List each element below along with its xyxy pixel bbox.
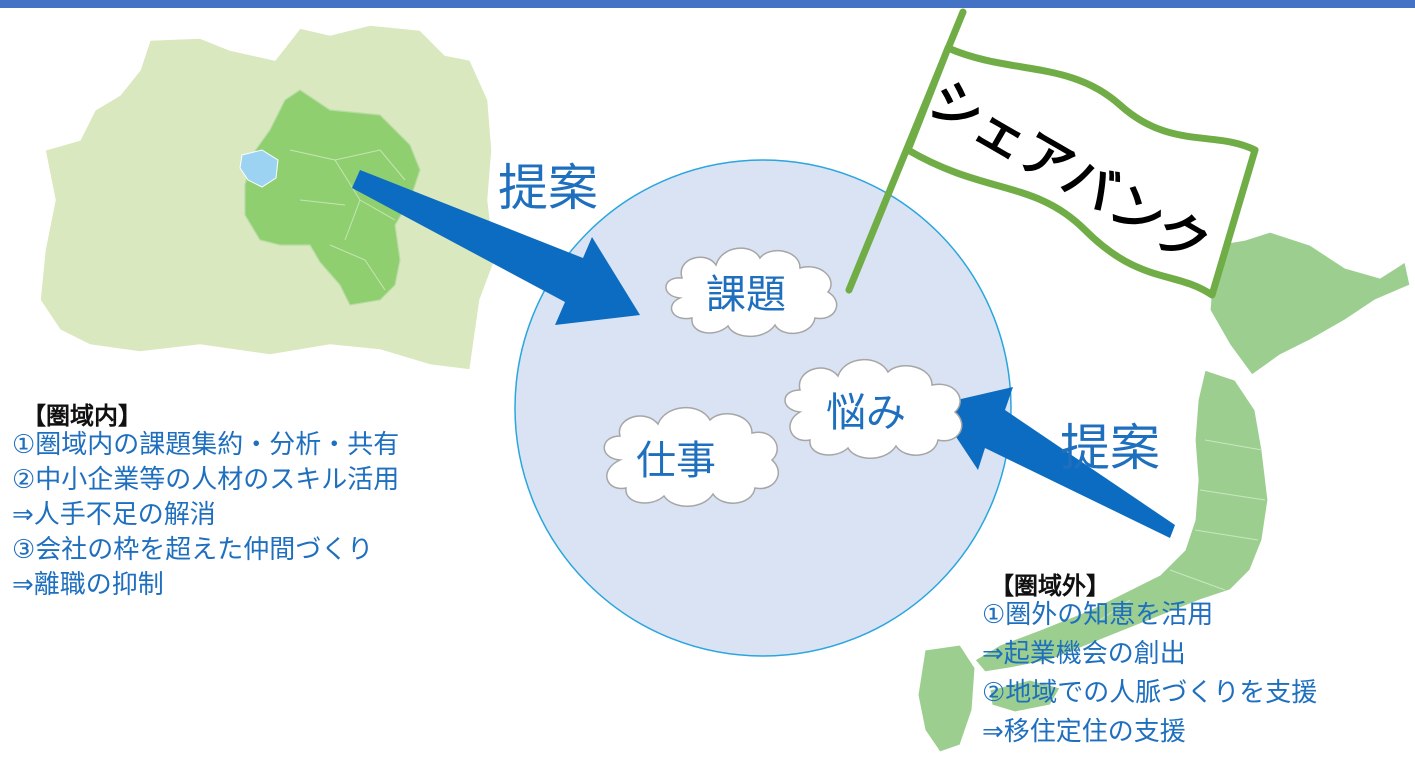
center-circle bbox=[514, 159, 1012, 657]
cloud-worries-label: 悩み bbox=[826, 390, 906, 436]
proposal-label-left: 提案 bbox=[498, 159, 598, 217]
cloud-worries bbox=[784, 358, 963, 459]
honshu-shape bbox=[974, 369, 1269, 673]
shikoku-shape bbox=[989, 679, 1061, 713]
inner-region-line: ⇒人手不足の解消 bbox=[12, 500, 216, 530]
cloud-issues-label: 課題 bbox=[706, 272, 786, 318]
hokkaido-shape bbox=[1209, 231, 1411, 376]
outer-region-heading: 【圏域外】 bbox=[990, 572, 1110, 600]
arrow-outer-to-circle bbox=[935, 387, 1175, 538]
arrows bbox=[352, 170, 1175, 538]
district-borders bbox=[289, 149, 406, 291]
prefecture-borders bbox=[1099, 439, 1266, 621]
inner-region-line: ③会社の枠を超えた仲間づくり bbox=[12, 535, 374, 565]
inawashiro-lake-shape bbox=[239, 149, 279, 188]
share-bank-flag bbox=[845, 8, 1259, 299]
inner-region-line: ⇒離職の抑制 bbox=[12, 570, 164, 600]
clouds bbox=[603, 247, 963, 507]
top-accent-bar bbox=[0, 0, 1415, 8]
cloud-work-label: 仕事 bbox=[636, 438, 716, 484]
cloud-work bbox=[603, 406, 779, 507]
outer-region-line: ①圏外の知恵を活用 bbox=[982, 600, 1214, 630]
cloud-issues bbox=[665, 247, 838, 338]
fukushima-map bbox=[39, 24, 496, 371]
outer-region-line: ⇒起業機会の創出 bbox=[982, 639, 1186, 669]
inner-region-heading: 【圏域内】 bbox=[22, 402, 142, 430]
arrow-inner-to-circle bbox=[352, 170, 640, 325]
japan-map bbox=[917, 231, 1411, 753]
outer-region-line: ②地域での人脈づくりを支援 bbox=[982, 678, 1318, 708]
inner-region-line: ①圏域内の課題集約・分析・共有 bbox=[12, 430, 400, 460]
inner-region-line: ②中小企業等の人材のスキル活用 bbox=[12, 465, 400, 495]
proposal-label-right: 提案 bbox=[1060, 419, 1160, 477]
kyushu-shape bbox=[917, 644, 976, 753]
flag-banner bbox=[904, 44, 1259, 299]
outer-region-line: ⇒移住定住の支援 bbox=[982, 717, 1186, 747]
